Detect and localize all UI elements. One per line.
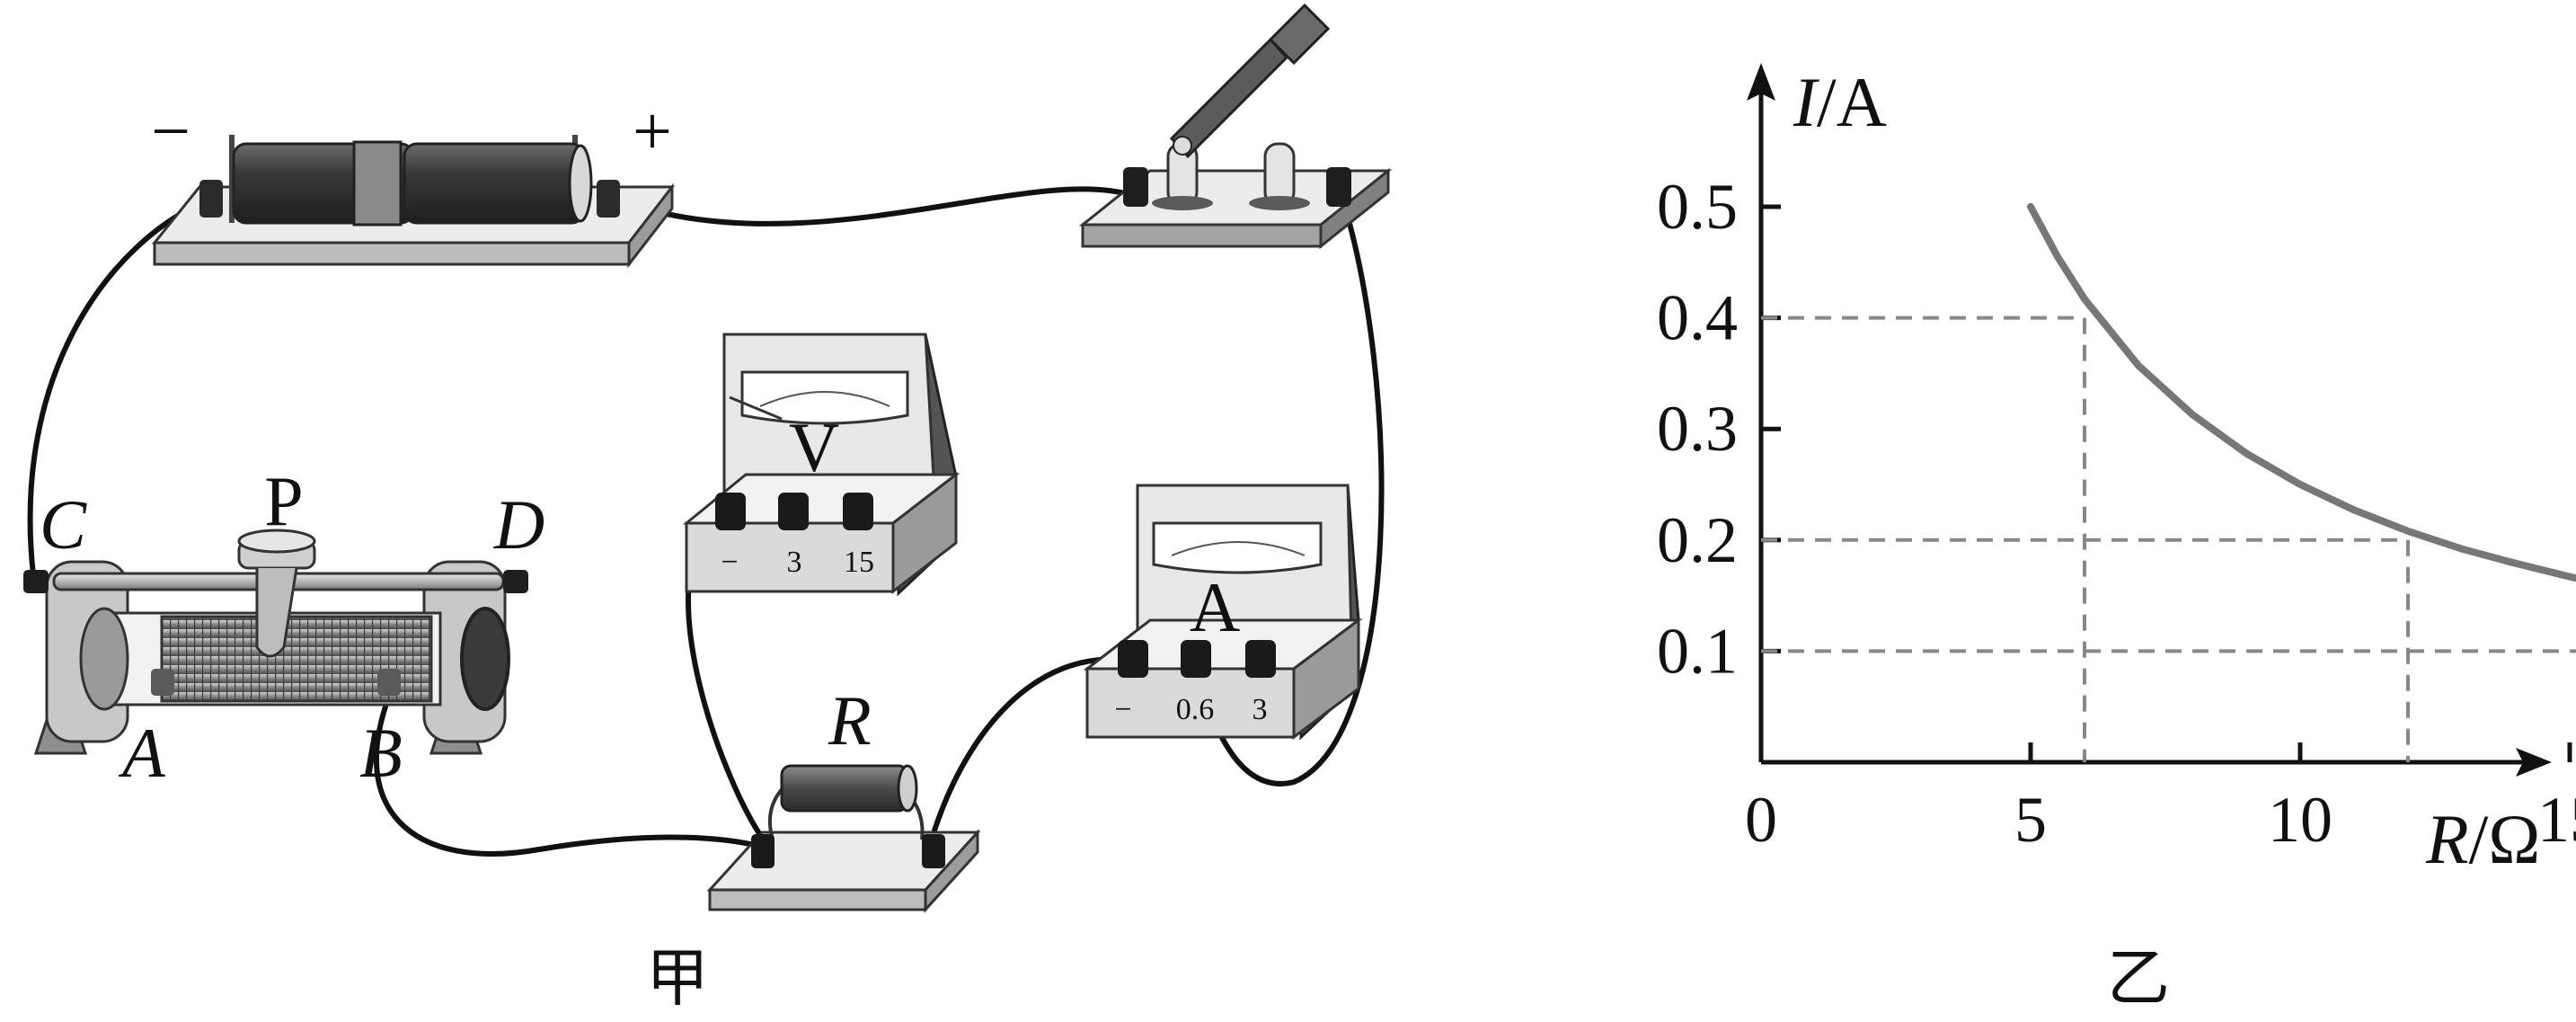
rheostat-c-label: C xyxy=(40,485,87,564)
guide-line xyxy=(1761,649,2576,653)
ammeter-terminal-minus: − xyxy=(1114,693,1131,726)
y-tick-label: 0.3 xyxy=(1657,393,1738,465)
y-tick-label: 0.4 xyxy=(1657,282,1738,354)
ammeter-terminal-3: 3 xyxy=(1253,693,1268,726)
circuit-diagram: − + xyxy=(23,3,1393,1015)
i-r-graph: 5101520250.10.20.30.40.5 I/A R/Ω 0 乙 xyxy=(1657,63,2576,1015)
origin-label: 0 xyxy=(1745,784,1777,856)
x-axis-label: R/Ω xyxy=(2425,800,2540,878)
wire-switch-to-ammeter xyxy=(1192,184,1385,786)
x-tick-label: 10 xyxy=(2268,784,2333,856)
circuit-caption: 甲 xyxy=(646,941,709,1015)
wire-battery-to-c xyxy=(27,197,211,585)
y-axis-arrow xyxy=(1747,63,1775,101)
knife-switch xyxy=(1078,3,1393,250)
voltmeter-terminal-3: 3 xyxy=(787,546,802,579)
resistor: R xyxy=(706,681,981,913)
x-axis-arrow xyxy=(2516,748,2552,777)
rheostat: C D P A B xyxy=(23,462,544,792)
slider-p-label: P xyxy=(264,462,303,540)
series-curve xyxy=(2027,203,2576,582)
voltmeter: V − 3 15 xyxy=(682,333,960,597)
x-tick-label: 15 xyxy=(2537,784,2576,856)
y-tick-label: 0.2 xyxy=(1657,504,1738,576)
x-axis-unit: /Ω xyxy=(2469,800,2541,878)
y-axis-variable: I xyxy=(1793,63,1820,141)
graph-caption: 乙 xyxy=(2107,941,2170,1015)
voltmeter-terminal-minus: − xyxy=(721,546,738,579)
voltmeter-symbol: V xyxy=(789,408,839,486)
guide-line xyxy=(1761,315,2086,762)
guide-lines xyxy=(1761,315,2576,762)
wire-resistor-to-ammeter xyxy=(927,656,1133,848)
y-axis-unit: /A xyxy=(1817,63,1887,141)
x-axis-variable: R xyxy=(2425,800,2469,878)
voltmeter-terminal-15: 15 xyxy=(844,546,874,579)
axis-ticks: 5101520250.10.20.30.40.5 xyxy=(1657,171,2576,856)
wire-battery-to-switch xyxy=(613,186,1137,227)
battery: − + xyxy=(151,92,676,269)
guide-line xyxy=(1761,538,2410,762)
rheostat-d-label: D xyxy=(493,485,544,564)
ammeter-symbol: A xyxy=(1190,568,1240,646)
y-tick-label: 0.1 xyxy=(1657,615,1738,687)
x-tick-label: 5 xyxy=(2014,784,2047,856)
resistor-label: R xyxy=(828,681,872,760)
ammeter: A − 0.6 3 xyxy=(1083,484,1363,741)
rheostat-a-label: A xyxy=(118,714,165,792)
y-tick-label: 0.5 xyxy=(1657,171,1738,243)
ammeter-terminal-0-6: 0.6 xyxy=(1176,693,1215,726)
battery-minus-label: − xyxy=(151,92,190,170)
battery-plus-label: + xyxy=(633,92,672,170)
y-axis-label: I/A xyxy=(1793,63,1887,141)
rheostat-b-label: B xyxy=(359,714,403,792)
wire-b-to-resistor xyxy=(374,682,765,857)
